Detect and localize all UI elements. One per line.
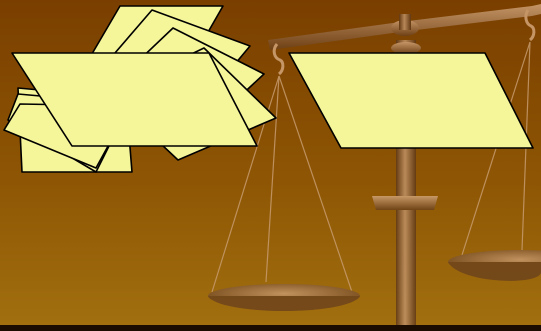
slide-bottom-edge [0,325,541,331]
